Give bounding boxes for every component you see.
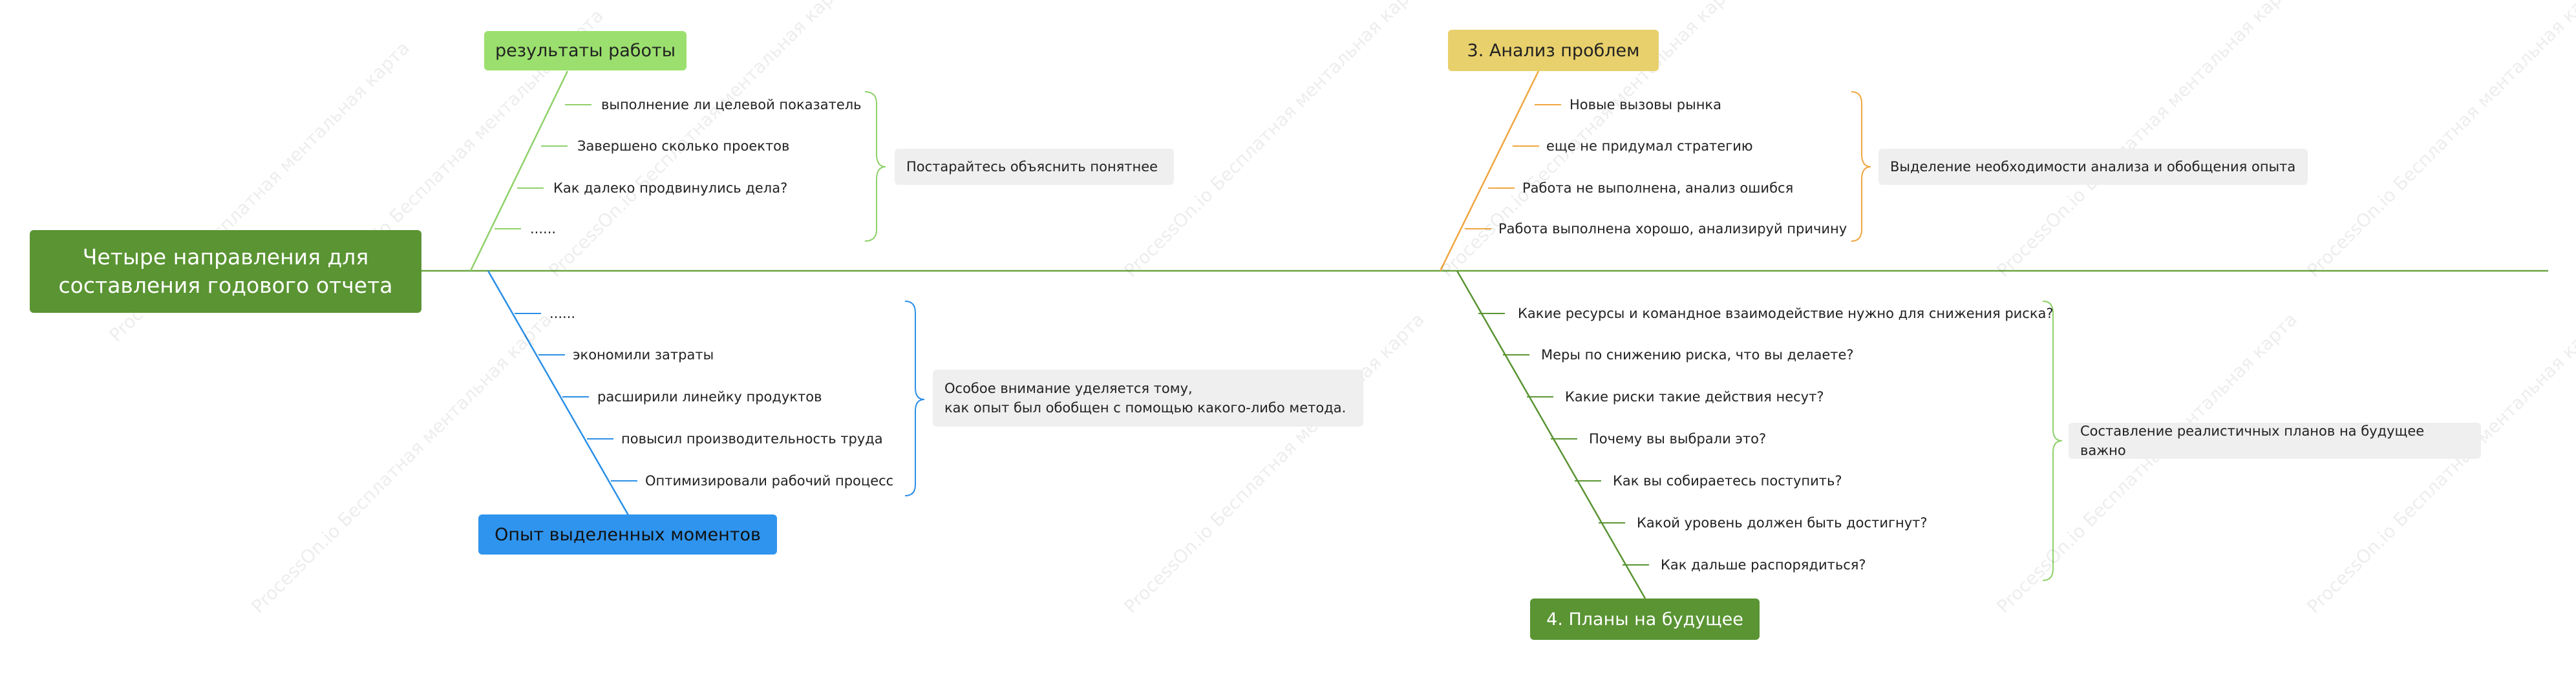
category-plans[interactable]: 4. Планы на будущее [1530, 599, 1760, 640]
highlights-note[interactable]: Особое внимание уделяется тому, как опыт… [933, 370, 1363, 427]
plans-item[interactable]: Какие риски такие действия несут? [1565, 389, 1824, 405]
results-item[interactable]: ...... [530, 221, 557, 237]
problems-note[interactable]: Выделение необходимости анализа и обобще… [1879, 149, 2308, 185]
plans-item[interactable]: Как дальше распорядиться? [1661, 557, 1866, 573]
plans-item[interactable]: Какой уровень должен быть достигнут? [1637, 515, 1928, 531]
results-item[interactable]: Завершено сколько проектов [577, 138, 790, 154]
highlights-item[interactable]: повысил производительность труда [621, 431, 883, 447]
problems-item[interactable]: Работа выполнена хорошо, анализируй прич… [1498, 221, 1847, 237]
root-topic[interactable]: Четыре направления для составления годов… [30, 230, 421, 313]
results-bone [469, 70, 569, 271]
category-results[interactable]: результаты работы [484, 31, 687, 70]
highlights-item[interactable]: экономили затраты [573, 347, 714, 363]
problems-bone [1439, 70, 1540, 271]
highlights-item[interactable]: Оптимизировали рабочий процесс [645, 473, 894, 489]
results-bracket [864, 91, 886, 242]
highlights-item[interactable]: расширили линейку продуктов [597, 389, 822, 405]
problems-item[interactable]: еще не придумал стратегию [1546, 138, 1753, 154]
plans-item[interactable]: Какие ресурсы и командное взаимодействие… [1518, 306, 2054, 321]
plans-item[interactable]: Меры по снижению риска, что вы делаете? [1541, 347, 1854, 363]
highlights-item[interactable]: ...... [549, 306, 576, 321]
highlights-bone [487, 270, 630, 516]
plans-item[interactable]: Почему вы выбрали это? [1589, 431, 1767, 447]
plans-item[interactable]: Как вы собираетесь поступить? [1613, 473, 1842, 489]
category-problems[interactable]: 3. Анализ проблем [1448, 30, 1659, 71]
highlights-bracket [904, 301, 925, 496]
results-note[interactable]: Постарайтесь объяснить понятнее [895, 149, 1174, 185]
problems-item[interactable]: Работа не выполнена, анализ ошибся [1522, 180, 1794, 196]
plans-bracket [2042, 301, 2063, 581]
problems-item[interactable]: Новые вызовы рынка [1570, 97, 1721, 112]
results-item[interactable]: выполнение ли целевой показатель [601, 97, 862, 112]
results-item[interactable]: Как далеко продвинулись дела? [553, 180, 788, 196]
category-highlights[interactable]: Опыт выделенных моментов [478, 514, 777, 555]
plans-note[interactable]: Составление реалистичных планов на будущ… [2069, 423, 2481, 459]
problems-bracket [1851, 91, 1871, 242]
plans-bone [1456, 270, 1646, 599]
